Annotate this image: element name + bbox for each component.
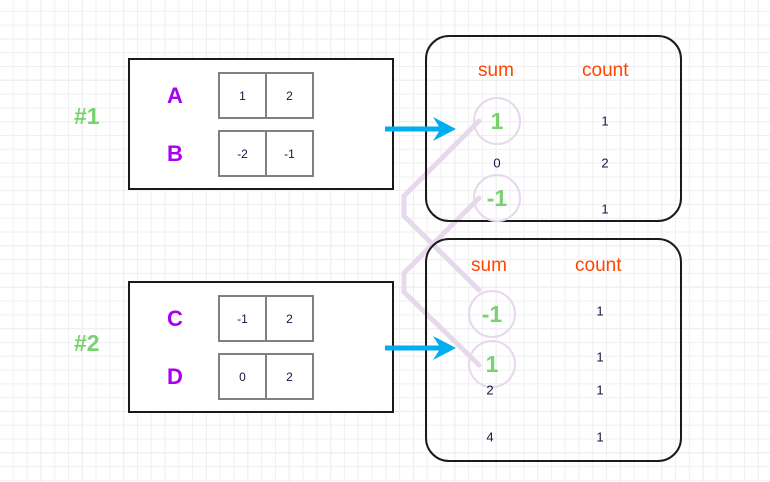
aggregate-2-count-2: 1 bbox=[596, 382, 604, 398]
cell-A-1: 2 bbox=[265, 72, 314, 119]
row-label-A: A bbox=[167, 82, 183, 108]
aggregate-1-count-header: count bbox=[582, 60, 629, 81]
group-label-2: #2 bbox=[74, 330, 100, 356]
aggregate-1-sum-0: 1 bbox=[473, 97, 521, 145]
partition-2-row-D: D 0 2 bbox=[158, 353, 314, 400]
aggregate-1-count-0: 1 bbox=[601, 113, 609, 129]
aggregate-1-sum-header: sum bbox=[478, 60, 514, 81]
aggregate-2-sum-1: 1 bbox=[468, 340, 516, 388]
aggregate-box-1 bbox=[425, 35, 682, 222]
aggregate-2-count-3: 1 bbox=[596, 429, 604, 445]
cell-C-0: -1 bbox=[218, 295, 267, 342]
aggregate-2-count-0: 1 bbox=[596, 303, 604, 319]
cell-A-0: 1 bbox=[218, 72, 267, 119]
partition-box-2: C -1 2 D 0 2 bbox=[128, 281, 394, 413]
aggregate-1-sum-2: -1 bbox=[473, 174, 521, 222]
aggregate-1-sum-1: 0 bbox=[493, 155, 501, 171]
row-label-C: C bbox=[167, 305, 183, 331]
cell-D-0: 0 bbox=[218, 353, 267, 400]
aggregate-1-count-1: 2 bbox=[601, 155, 609, 171]
row-B-cells: -2 -1 bbox=[218, 130, 314, 177]
cell-C-1: 2 bbox=[265, 295, 314, 342]
partition-2-row-C: C -1 2 bbox=[158, 295, 314, 342]
cell-D-1: 2 bbox=[265, 353, 314, 400]
aggregate-1-count-2: 1 bbox=[601, 201, 609, 217]
aggregate-2-sum-0: -1 bbox=[468, 290, 516, 338]
partition-1-row-B: B -2 -1 bbox=[158, 130, 314, 177]
partition-box-1: A 1 2 B -2 -1 bbox=[128, 58, 394, 190]
aggregate-box-2 bbox=[425, 238, 682, 462]
aggregate-2-sum-3: 4 bbox=[486, 429, 494, 445]
row-A-cells: 1 2 bbox=[218, 72, 314, 119]
aggregate-2-count-1: 1 bbox=[596, 349, 604, 365]
row-D-cells: 0 2 bbox=[218, 353, 314, 400]
partition-1-row-A: A 1 2 bbox=[158, 72, 314, 119]
row-label-B: B bbox=[167, 140, 183, 166]
cell-B-1: -1 bbox=[265, 130, 314, 177]
aggregate-2-sum-2: 2 bbox=[486, 382, 494, 398]
row-label-D: D bbox=[167, 363, 183, 389]
cell-B-0: -2 bbox=[218, 130, 267, 177]
group-label-1: #1 bbox=[74, 103, 100, 129]
aggregate-2-count-header: count bbox=[575, 255, 622, 276]
row-C-cells: -1 2 bbox=[218, 295, 314, 342]
